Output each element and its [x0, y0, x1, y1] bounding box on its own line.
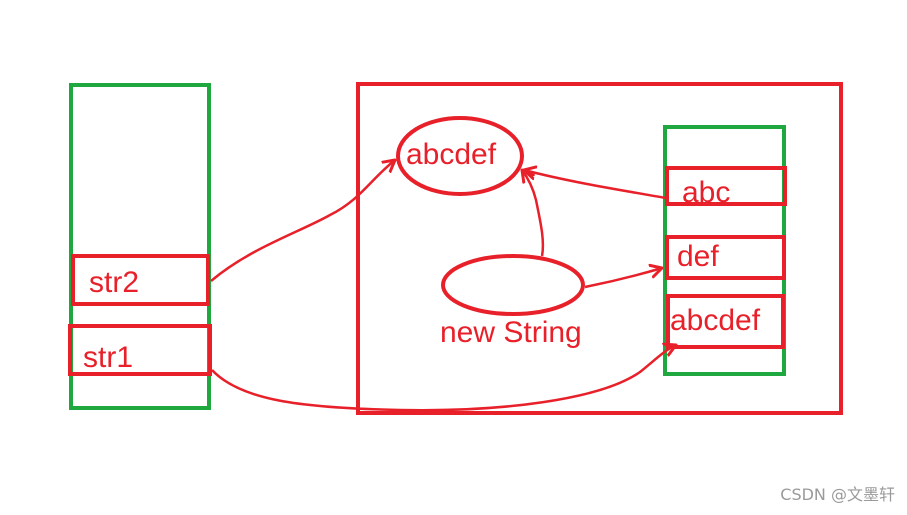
string-object-label: abcdef	[406, 138, 497, 171]
stack-frame	[69, 83, 211, 410]
pool-label-def: def	[677, 240, 719, 273]
stack-slot-str1	[68, 324, 212, 376]
pool-label-abcdef: abcdef	[670, 304, 761, 337]
string-object-ellipse	[396, 116, 524, 196]
new-string-ellipse	[441, 254, 585, 316]
stack-slot-str2	[71, 254, 210, 306]
pool-slot-def	[665, 235, 786, 280]
arrow-str2-to-object	[210, 160, 395, 282]
stack-label-str1: str1	[83, 341, 134, 374]
new-string-label: new String	[440, 316, 582, 349]
pool-slot-abc	[665, 166, 787, 206]
arrow-new-string-to-object	[522, 170, 545, 257]
arrow-abc-to-object	[524, 170, 667, 200]
arrow-str1-to-pool-abcdef	[211, 345, 676, 412]
pool-label-abc: abc	[682, 176, 731, 209]
stack-label-str2: str2	[89, 266, 140, 299]
heap-frame	[356, 82, 843, 415]
csdn-watermark: CSDN @文墨轩	[780, 485, 895, 504]
pool-slot-abcdef	[666, 294, 785, 349]
arrow-new-string-to-def	[584, 268, 662, 289]
